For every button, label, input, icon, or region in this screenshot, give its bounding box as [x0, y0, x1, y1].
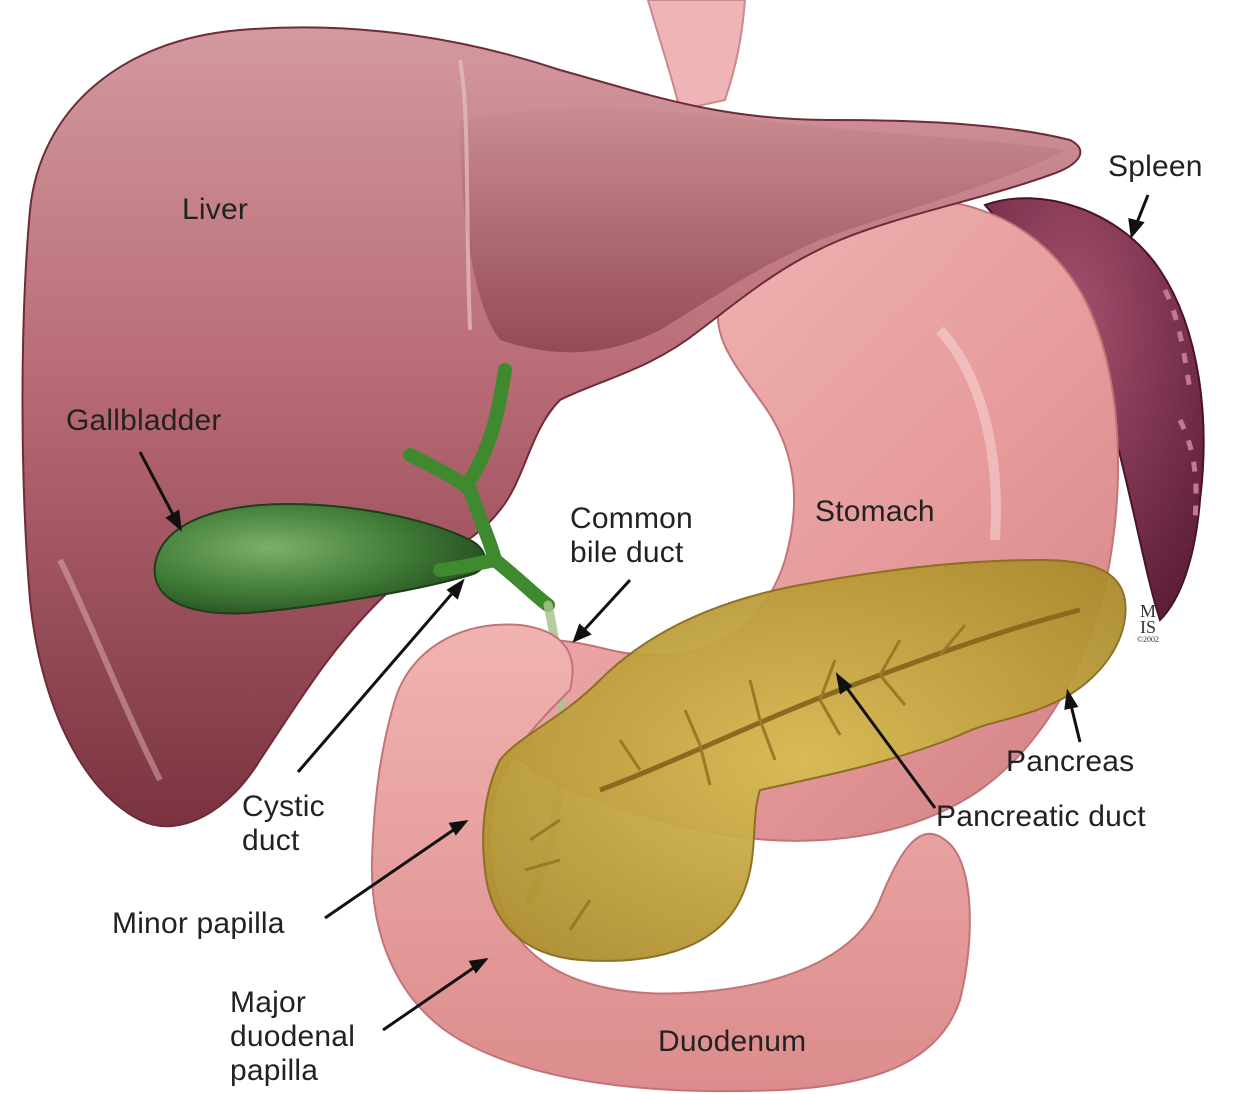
- label-liver: Liver: [182, 193, 248, 227]
- label-common-bile-duct: Common bile duct: [570, 502, 693, 570]
- label-major-duodenal-papilla: Major duodenal papilla: [230, 986, 355, 1088]
- label-major-duodenal-papilla-line-3: papilla: [230, 1054, 355, 1088]
- label-spleen: Spleen: [1108, 150, 1203, 184]
- label-major-duodenal-papilla-line-1: Major: [230, 986, 355, 1020]
- label-minor-papilla: Minor papilla: [112, 907, 285, 941]
- label-pancreatic-duct: Pancreatic duct: [936, 800, 1146, 834]
- label-stomach: Stomach: [815, 495, 935, 529]
- label-gallbladder: Gallbladder: [66, 404, 222, 438]
- label-cystic-duct: Cystic duct: [242, 790, 325, 858]
- label-duodenum: Duodenum: [658, 1025, 806, 1059]
- label-cystic-duct-line-2: duct: [242, 824, 325, 858]
- artist-mark-line-3: ©2002: [1128, 635, 1168, 645]
- label-cystic-duct-line-1: Cystic: [242, 790, 325, 824]
- label-pancreas: Pancreas: [1006, 745, 1134, 779]
- artist-signature-mark: M IS ©2002: [1128, 603, 1168, 645]
- artist-mark-line-2: IS: [1128, 619, 1168, 635]
- label-major-duodenal-papilla-line-2: duodenal: [230, 1020, 355, 1054]
- esophagus: [648, 0, 745, 110]
- label-common-bile-duct-line-2: bile duct: [570, 536, 693, 570]
- label-common-bile-duct-line-1: Common: [570, 502, 693, 536]
